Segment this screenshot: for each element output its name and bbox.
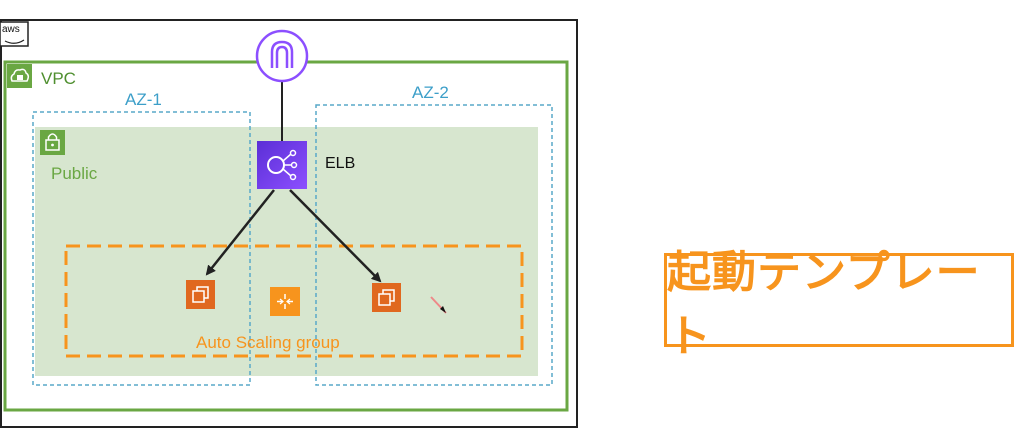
auto-scaling-group-boundary xyxy=(64,244,524,358)
az1-label: AZ-1 xyxy=(125,90,162,109)
elb-icon xyxy=(257,141,307,189)
az2-boundary xyxy=(315,104,553,386)
vpc-cloud-lock-icon xyxy=(7,64,32,88)
vpc-label: VPC xyxy=(41,69,76,88)
aws-cloud-border xyxy=(0,19,578,428)
az1-boundary xyxy=(32,111,251,386)
ec2-instance-icon xyxy=(186,280,215,309)
aws-logo-text: aws xyxy=(2,24,20,35)
public-subnet-label: Public xyxy=(51,164,98,183)
elb-to-ec2-1-arrow xyxy=(205,189,275,276)
subnet-lock-icon xyxy=(40,130,65,155)
auto-scaling-group-label: Auto Scaling group xyxy=(196,333,340,352)
internet-gateway-icon xyxy=(255,29,309,83)
az2-label: AZ-2 xyxy=(412,83,449,102)
elb-to-ec2-2-arrow xyxy=(289,189,382,283)
cursor-icon xyxy=(430,296,447,314)
aws-logo-icon xyxy=(0,21,29,47)
launch-template-box: 起動テンプレート xyxy=(664,247,1014,362)
auto-scaling-icon xyxy=(270,287,300,316)
ec2-instance-icon xyxy=(372,283,401,312)
launch-template-label: 起動テンプレート xyxy=(667,247,981,362)
elb-label: ELB xyxy=(325,155,356,172)
